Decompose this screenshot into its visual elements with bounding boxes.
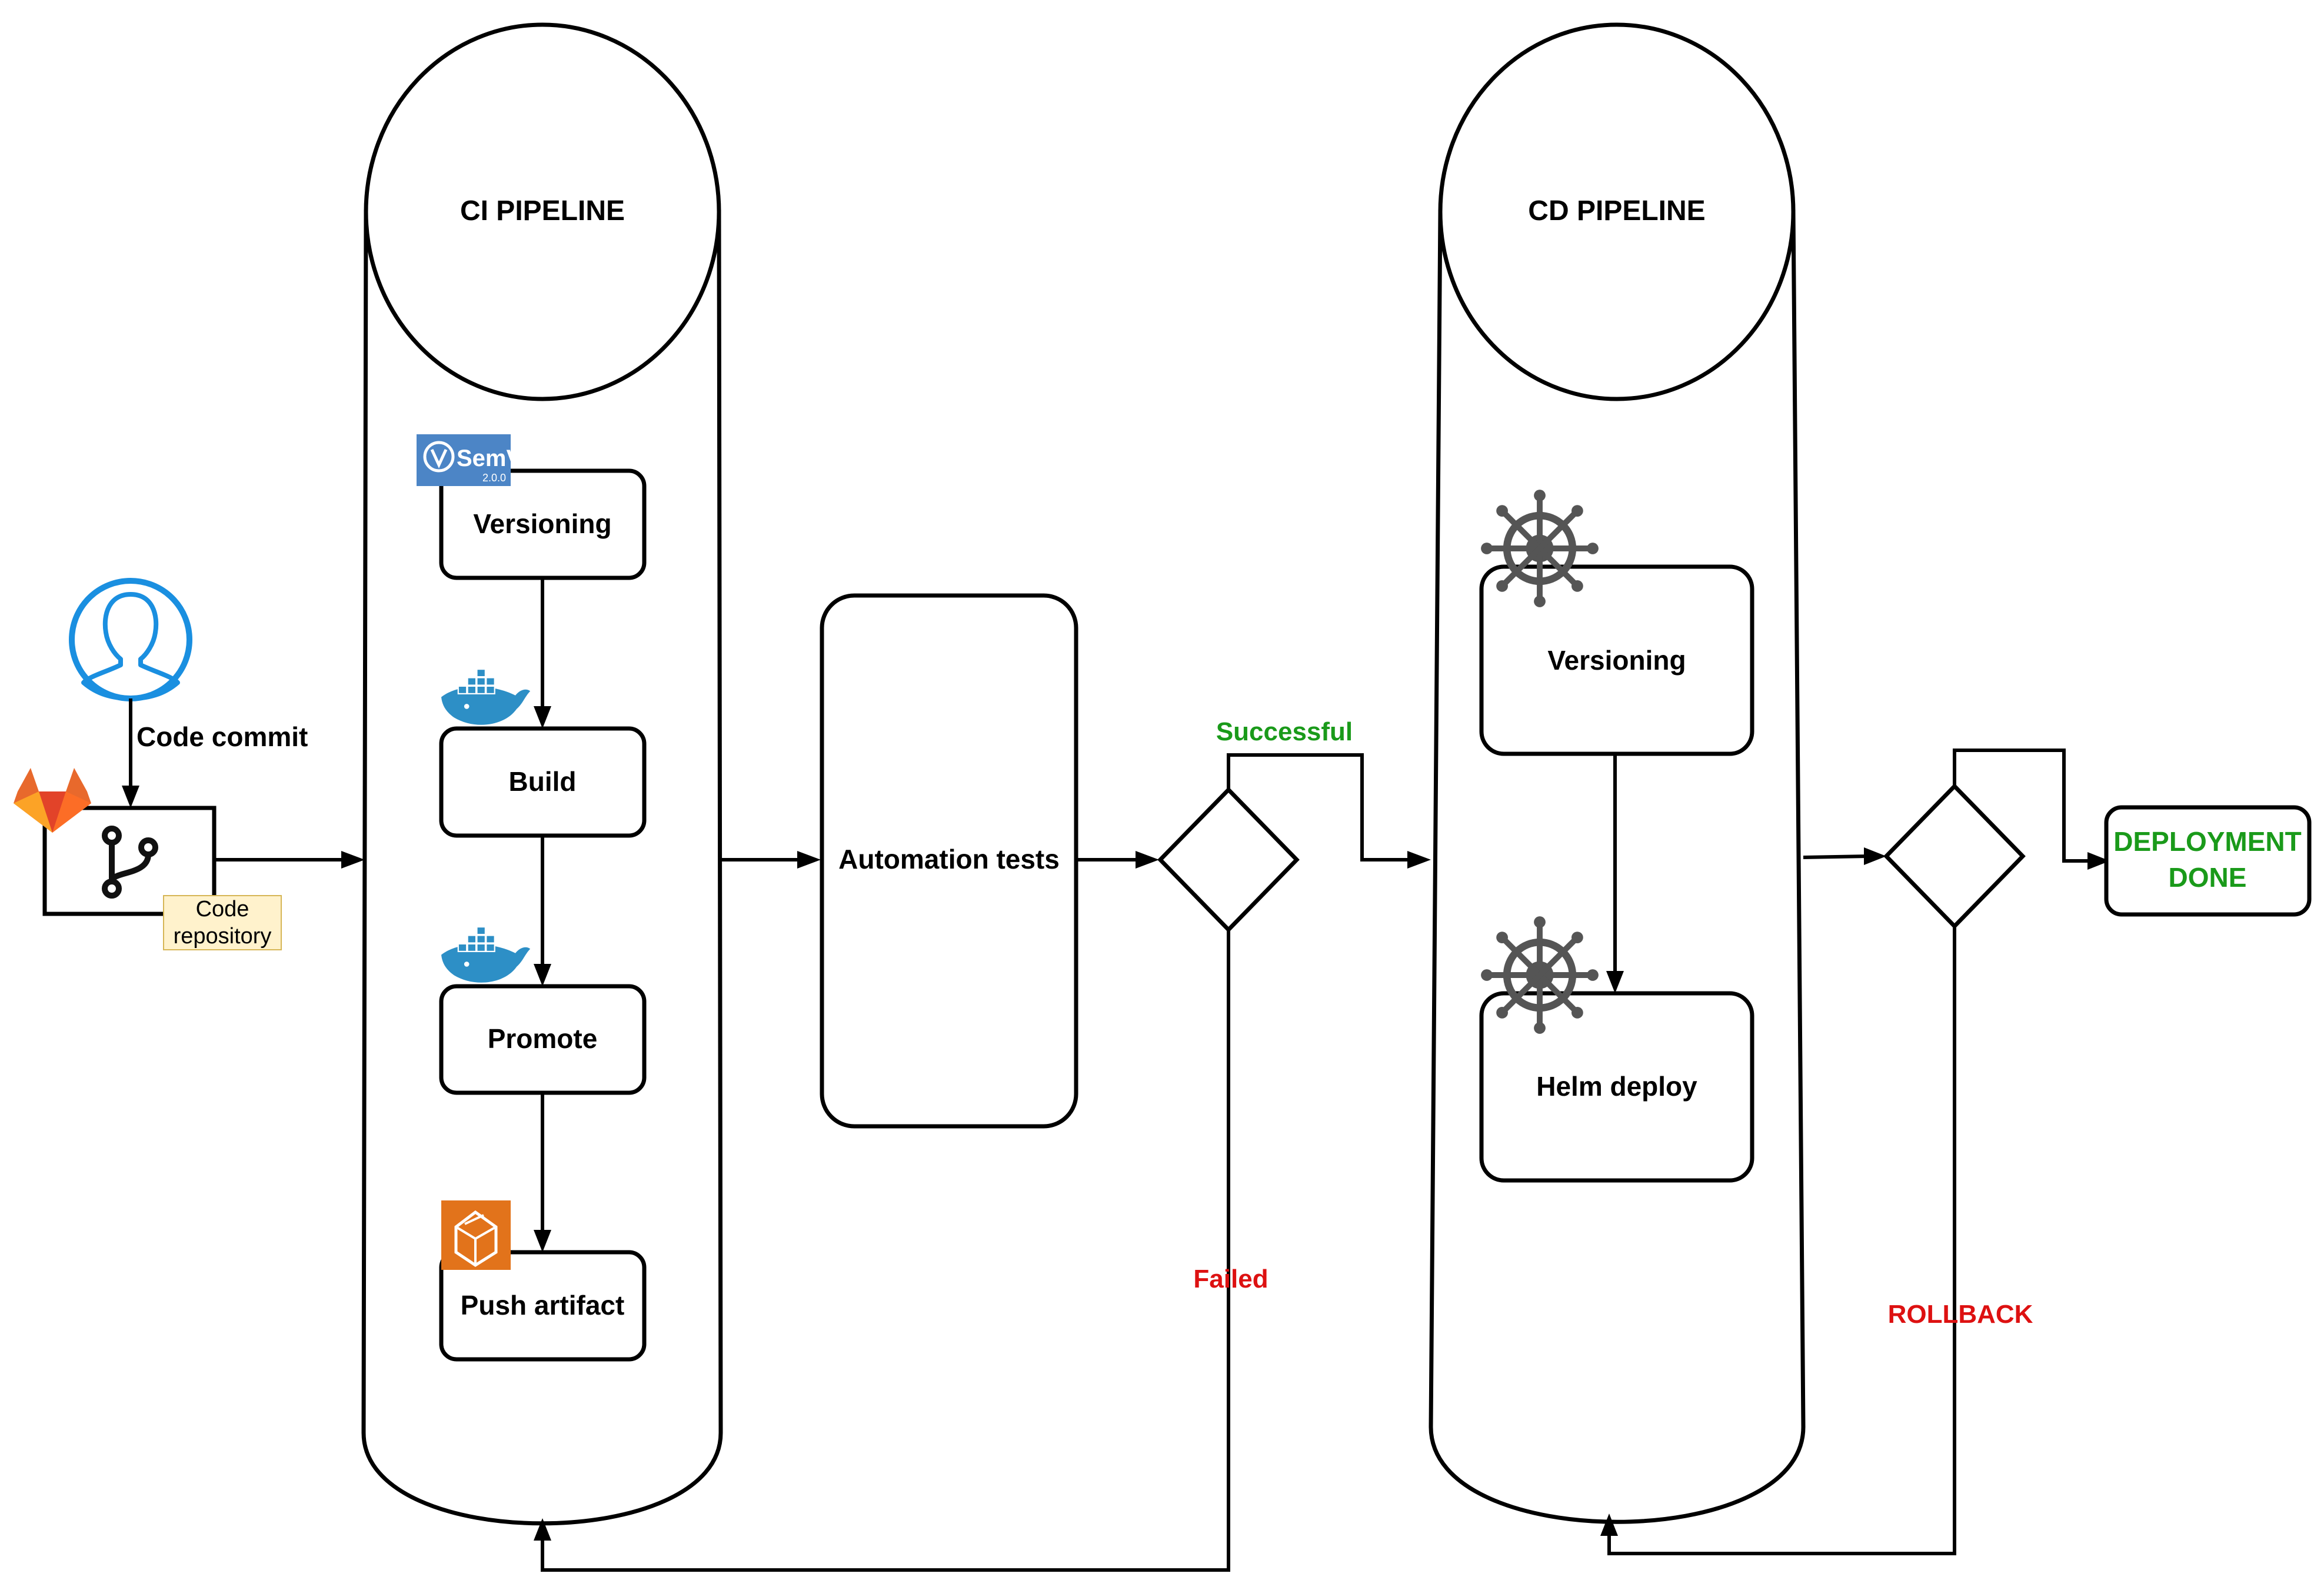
deployment-done-line2: DONE	[2169, 862, 2247, 893]
ci-pipeline-top	[364, 22, 721, 401]
cd-pipeline-body	[1429, 209, 1806, 1524]
semver-badge-sub: 2.0.0	[482, 472, 506, 484]
deployment-decision	[1883, 783, 2026, 930]
semver-icon: SemVer 2.0.0	[417, 434, 543, 486]
git-branch-icon	[102, 826, 158, 899]
user-icon	[69, 578, 192, 701]
ci-step-connectors	[534, 578, 551, 1252]
svg-text:Build: Build	[509, 766, 577, 797]
svg-text:Promote: Promote	[488, 1023, 598, 1054]
svg-text:repository: repository	[174, 924, 272, 949]
ci-step-push-artifact[interactable]: Push artifact	[439, 1250, 647, 1362]
svg-text:Automation tests: Automation tests	[838, 844, 1060, 874]
gitlab-icon	[14, 768, 91, 833]
svg-text:Versioning: Versioning	[1547, 645, 1686, 676]
svg-text:Push artifact: Push artifact	[461, 1290, 625, 1320]
helm-icon	[1481, 490, 1599, 607]
semver-badge-text: SemVer	[457, 445, 543, 471]
deployment-done-line1: DEPLOYMENT	[2113, 826, 2301, 857]
svg-text:Helm deploy: Helm deploy	[1536, 1071, 1697, 1102]
svg-text:Code: Code	[196, 897, 249, 922]
ci-step-promote[interactable]: Promote	[439, 984, 647, 1095]
test-result-decision	[1157, 786, 1300, 933]
cd-pipeline-title: CD PIPELINE	[1528, 195, 1705, 227]
ci-step-build[interactable]: Build	[439, 726, 647, 838]
helm-icon	[1481, 916, 1599, 1034]
svg-text:Versioning: Versioning	[473, 508, 611, 539]
aws-package-icon	[441, 1200, 511, 1270]
failed-label: Failed	[1193, 1265, 1268, 1293]
deployment-done[interactable]: DEPLOYMENT DONE	[2104, 805, 2312, 917]
cd-step-versioning[interactable]: Versioning	[1479, 564, 1754, 756]
ci-step-versioning[interactable]: Versioning	[439, 468, 647, 580]
automation-tests[interactable]: Automation tests	[820, 593, 1078, 1129]
ci-pipeline-title: CI PIPELINE	[460, 195, 625, 227]
rollback-label: ROLLBACK	[1888, 1300, 2033, 1329]
code-commit-label: Code commit	[136, 721, 308, 752]
cd-pipeline-top	[1438, 22, 1796, 401]
cd-step-helm-deploy[interactable]: Helm deploy	[1479, 991, 1754, 1183]
cd-pipeline: CD PIPELINE	[1429, 22, 1806, 1524]
code-repository-tag: Code repository	[163, 895, 282, 950]
successful-label: Successful	[1216, 717, 1353, 746]
